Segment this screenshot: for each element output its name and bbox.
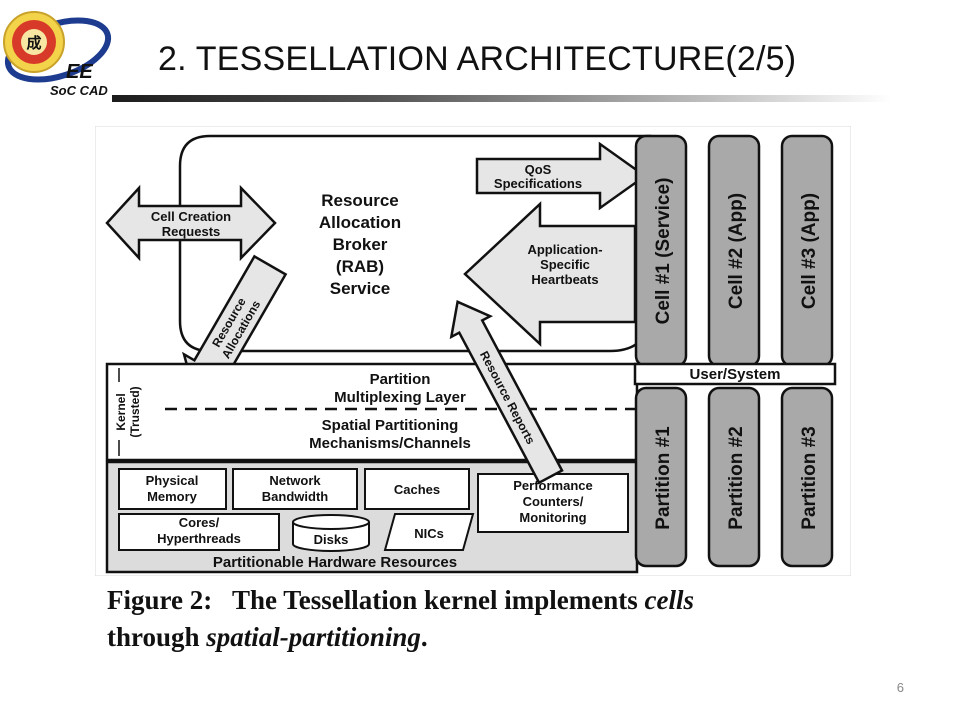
- network-bandwidth-line-1: Network: [269, 473, 321, 488]
- cell-creation-line-2: Requests: [162, 224, 221, 239]
- caption-italic-cells: cells: [644, 585, 694, 615]
- caption-figure-label: Figure 2:: [107, 585, 213, 615]
- qos-line-2: Specifications: [494, 176, 582, 191]
- qos-line-1: QoS: [525, 162, 552, 177]
- tessellation-diagram: Resource Allocation Broker (RAB) Service…: [94, 125, 852, 577]
- spatial-line-1: Spatial Partitioning: [322, 417, 459, 434]
- logo-graphic: 成 EE SoC CAD: [3, 11, 112, 98]
- rab-line-3: Broker: [333, 235, 388, 254]
- caches-label: Caches: [394, 482, 440, 497]
- performance-box: [477, 473, 629, 533]
- physical-memory-box: [118, 468, 227, 510]
- cores-box: [118, 513, 280, 551]
- caption-text-1: The Tessellation kernel implements: [232, 585, 638, 615]
- physical-memory-line-2: Memory: [147, 489, 198, 504]
- rab-line-4: (RAB): [336, 257, 384, 276]
- partition-1-label: Partition #1: [653, 426, 674, 530]
- logo-ee-text: EE: [66, 61, 93, 83]
- caption-line-2: through spatial-partitioning.: [107, 622, 428, 653]
- qos-arrow: [475, 141, 648, 211]
- caption-italic-spatial: spatial-partitioning: [206, 622, 421, 652]
- heartbeats-line-2: Specific: [540, 257, 590, 272]
- cell-3-label: Cell #3 (App): [799, 193, 820, 309]
- performance-line-2: Counters/: [523, 494, 584, 509]
- logo-seal-glyph: 成: [26, 34, 41, 52]
- kernel-line-1: Kernel: [114, 393, 128, 430]
- user-system-label: User/System: [690, 366, 781, 383]
- cores-line-1: Cores/: [179, 515, 220, 530]
- cell-column-2: Cell #2 (App) Partition #2: [707, 134, 761, 568]
- heartbeats-line-3: Heartbeats: [531, 272, 598, 287]
- rab-line-1: Resource: [321, 191, 398, 210]
- cores-line-2: Hyperthreads: [157, 531, 241, 546]
- partition-mux-line-1: Partition: [370, 371, 431, 388]
- kernel-line-2: (Trusted): [128, 386, 142, 437]
- caches-box: [364, 468, 470, 510]
- partition-3-label: Partition #3: [799, 426, 820, 529]
- performance-line-1: Performance: [513, 478, 592, 493]
- rab-label: Resource Allocation Broker (RAB) Service: [319, 191, 401, 298]
- heartbeats-line-1: Application-: [527, 242, 602, 257]
- nics-box: [383, 513, 475, 551]
- page-number: 6: [896, 680, 904, 695]
- tessellation-figure: Resource Allocation Broker (RAB) Service…: [94, 125, 852, 577]
- nics-label: NICs: [414, 526, 444, 541]
- network-bandwidth-box: [232, 468, 358, 510]
- caption-line-1: Figure 2: The Tessellation kernel implem…: [107, 585, 694, 616]
- rab-line-2: Allocation: [319, 213, 401, 232]
- kernel-band: [105, 362, 639, 462]
- caption-text-2: through: [107, 622, 200, 652]
- cell-2-label: Cell #2 (App): [726, 193, 747, 309]
- logo-soc-text: SoC CAD: [50, 83, 108, 98]
- partition-2-label: Partition #2: [726, 426, 747, 529]
- partition-mux-line-2: Multiplexing Layer: [334, 389, 466, 406]
- cell-column-3: Cell #3 (App) Partition #3: [780, 134, 834, 568]
- rab-line-5: Service: [330, 279, 391, 298]
- cell-creation-arrow: [105, 184, 277, 262]
- university-logo: 成 EE SoC CAD: [0, 0, 130, 100]
- disks-cylinder: Disks: [292, 514, 370, 552]
- network-bandwidth-line-2: Bandwidth: [262, 489, 328, 504]
- physical-memory-line-1: Physical: [146, 473, 199, 488]
- caption-period: .: [420, 622, 428, 652]
- spatial-line-2: Mechanisms/Channels: [309, 435, 471, 452]
- cell-creation-line-1: Cell Creation: [151, 209, 231, 224]
- kernel-label: Kernel (Trusted): [114, 386, 142, 437]
- cell-1-label: Cell #1 (Service): [653, 178, 674, 325]
- performance-line-3: Monitoring: [519, 510, 586, 525]
- cell-column-1: Cell #1 (Service) Partition #1: [634, 134, 688, 568]
- disks-label: Disks: [314, 532, 349, 547]
- title-underline: [112, 95, 892, 102]
- user-system-box: [633, 362, 837, 386]
- slide-title: 2. TESSELLATION ARCHITECTURE(2/5): [158, 40, 797, 78]
- hardware-title: Partitionable Hardware Resources: [213, 554, 457, 571]
